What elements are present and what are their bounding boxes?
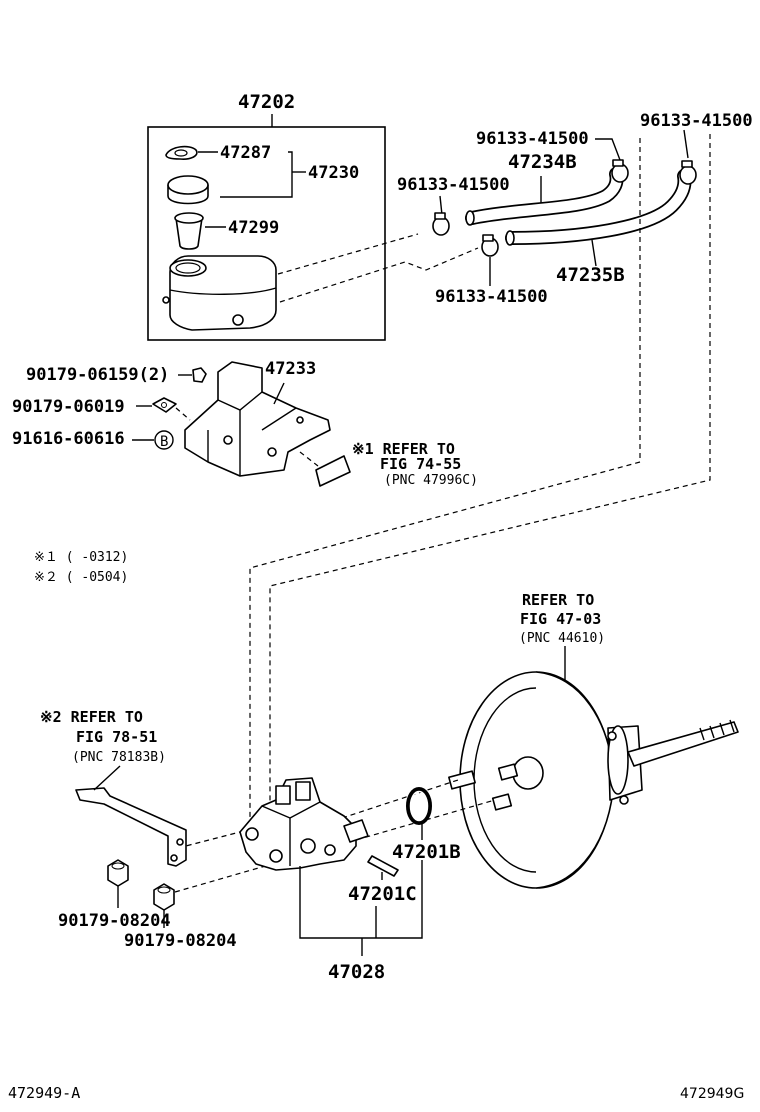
clip-upper-right-part <box>679 160 697 185</box>
o-ring-label: 47201B <box>392 841 461 863</box>
nut-lower-label: 90179-08204 <box>124 931 237 951</box>
hose-lower-label: 47235B <box>556 264 625 286</box>
sensor-part <box>315 455 351 487</box>
reservoir-group-box <box>147 126 386 341</box>
bracket-nut-part <box>152 397 177 413</box>
hose-to-cylinder-dashed-2 <box>269 134 711 808</box>
hose-to-cylinder-dashed-1 <box>249 138 641 830</box>
reservoir-port-dashed-2 <box>279 247 479 303</box>
reservoir-cap-part <box>167 175 209 205</box>
note-2: ※２ ( -0504) <box>34 570 128 585</box>
pin-part <box>367 855 399 877</box>
cap-gasket-part <box>165 145 198 160</box>
bracket-clip-label: 91616-60616 <box>12 429 125 449</box>
note-1: ※１ ( -0312) <box>34 550 128 565</box>
bracket-clip-marker-circle <box>154 430 174 450</box>
refer-47-03-line2: FIG 47-03 <box>520 610 601 628</box>
clip-lower-part <box>481 234 499 257</box>
hose-upper-label: 47234B <box>508 151 577 173</box>
o-ring-part <box>406 787 432 825</box>
refer-47-03-line3: (PNC 44610) <box>519 631 605 646</box>
nut-upper-part <box>107 859 129 887</box>
clip-upper-left-part <box>611 159 629 183</box>
nut-upper-label: 90179-08204 <box>58 911 171 931</box>
clip-lower-label: 96133-41500 <box>435 287 548 307</box>
reservoir-tank-part <box>162 255 277 331</box>
clip-upper-right-leader <box>683 129 689 159</box>
clip-mid-part <box>432 212 450 236</box>
refer-78-51-line1: ※2 REFER TO <box>40 708 143 726</box>
footer-left-code: 472949-A <box>8 1084 80 1102</box>
strainer-part <box>174 212 204 250</box>
clip-mid-leader <box>439 195 443 216</box>
booster-stud-dashed-1 <box>341 779 459 819</box>
assy-bracket-line <box>299 860 423 939</box>
wire-bracket-part <box>75 787 187 867</box>
refer-78-51-line3: (PNC 78183B) <box>72 750 166 765</box>
bracket-nut-dashed <box>175 407 191 421</box>
hose-lower-leader <box>591 239 597 267</box>
refer-74-55-line2: FIG 74-55 <box>380 455 461 473</box>
reservoir-bracket-part <box>184 361 331 477</box>
reservoir-port-dashed-1 <box>277 233 419 275</box>
cap-assy-bracket-line <box>220 151 293 198</box>
bracket-nut-label: 90179-06019 <box>12 397 125 417</box>
bracket-label: 47233 <box>265 359 316 379</box>
bracket-leader <box>273 382 285 405</box>
nut-lower-part <box>153 883 175 911</box>
footer-right-code: 472949G <box>680 1086 744 1102</box>
assy-label: 47028 <box>328 961 385 983</box>
bracket-clip-marker: B <box>160 434 168 450</box>
cap-gasket-label: 47287 <box>220 143 271 163</box>
refer-78-51-line2: FIG 78-51 <box>76 728 157 746</box>
cap-assy-label: 47230 <box>308 163 359 183</box>
bracket-bolt-label: 90179-06159(2) <box>26 365 169 385</box>
reservoir-group-label: 47202 <box>238 91 295 113</box>
clip-mid-label: 96133-41500 <box>397 175 510 195</box>
sensor-dashed <box>299 451 319 467</box>
refer-47-03-line1: REFER TO <box>522 591 594 609</box>
master-cylinder-part <box>239 777 369 871</box>
refer-74-55-line1: ※1 REFER TO <box>352 440 455 458</box>
nut-upper-dashed <box>177 831 241 849</box>
brake-booster-part <box>448 671 739 889</box>
pin-label: 47201C <box>348 883 417 905</box>
clip-upper-right-label: 96133-41500 <box>640 111 753 131</box>
clip-upper-left-label: 96133-41500 <box>476 129 589 149</box>
clip-upper-left-leader <box>595 138 621 161</box>
bracket-bolt-part <box>192 367 207 383</box>
strainer-label: 47299 <box>228 218 279 238</box>
refer-74-55-line3: (PNC 47996C) <box>384 473 478 488</box>
wire-bracket-leader <box>93 765 121 791</box>
